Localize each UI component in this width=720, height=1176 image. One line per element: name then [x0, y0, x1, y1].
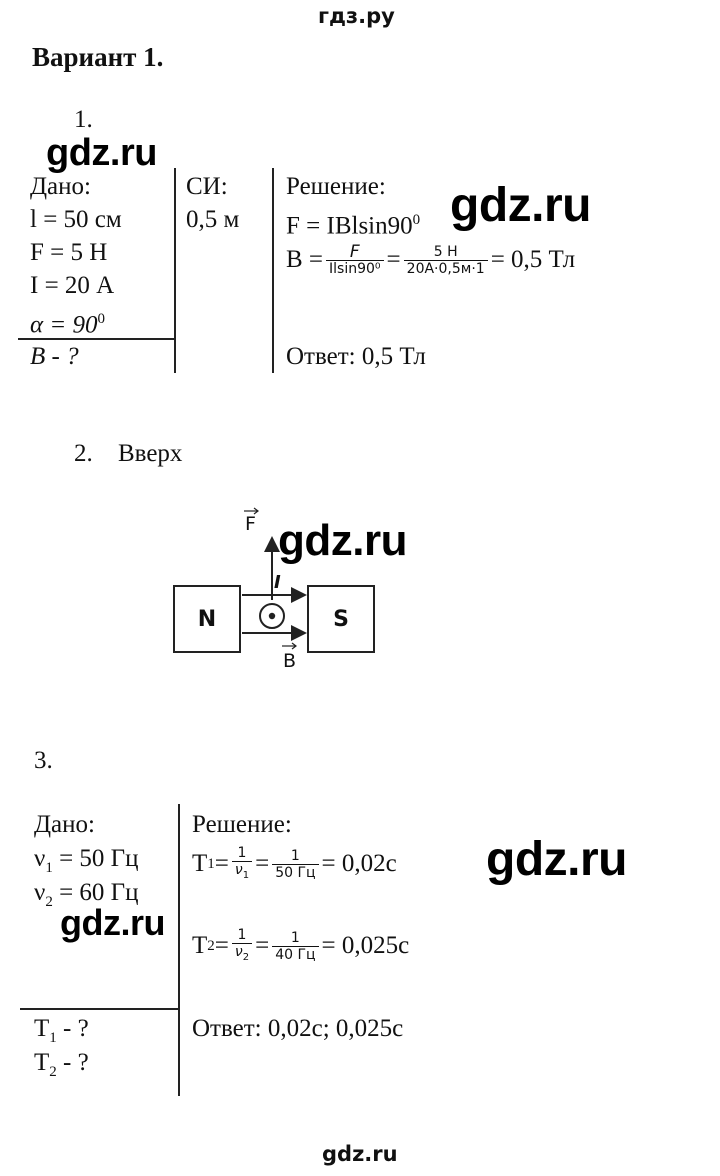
task1-column-line-1 — [174, 168, 176, 373]
task1-answer: Ответ: 0,5 Тл — [286, 343, 426, 370]
task3-given-nu1: ν1 = 50 Гц — [34, 845, 139, 876]
force-label: F — [245, 513, 256, 535]
watermark: gdz.ru — [60, 902, 165, 943]
task1-given-angle: α = 900 — [30, 311, 105, 339]
task2-answer: Вверх — [118, 440, 183, 467]
task3-eq1-fraction-2: 1 50 Гц — [272, 848, 319, 881]
task3-solution-label: Решение: — [192, 811, 292, 838]
task3-divider — [20, 1008, 180, 1010]
task1-divider — [18, 338, 176, 340]
watermark: gdz.ru — [486, 833, 627, 886]
current-label: I — [274, 572, 281, 593]
task1-given-force: F = 5 Н — [30, 239, 108, 266]
task3-column-line — [178, 804, 180, 1096]
task3-eq2-fraction-1: 1 ν2 — [231, 927, 253, 966]
task1-fraction-1: F Ilsin90⁰ — [326, 243, 384, 277]
task1-formula: F = IBlsin900 — [286, 212, 421, 240]
watermark: gdz.ru — [278, 516, 407, 565]
watermark: gdz.ru — [46, 132, 157, 174]
task3-unknown-t2: T2 - ? — [34, 1049, 89, 1080]
page-title: Вариант 1. — [32, 42, 164, 72]
header-site: гдз.ру — [318, 4, 395, 28]
magnet-south-pole: S — [307, 585, 375, 653]
task1-solution-label: Решение: — [286, 173, 386, 200]
task3-given-nu2: ν2 = 60 Гц — [34, 879, 139, 910]
task3-given-label: Дано: — [34, 811, 95, 838]
magnet-north-pole: N — [173, 585, 241, 653]
task1-fraction-2: 5 Н 20А·0,5м·1 — [403, 244, 488, 277]
task3-eq1-fraction-1: 1 ν1 — [231, 845, 253, 884]
task1-given-label: Дано: — [30, 173, 91, 200]
task3-number: 3. — [34, 747, 53, 774]
task3-unknown-t1: T1 - ? — [34, 1015, 89, 1046]
task1-b-equation: B = F Ilsin90⁰ = 5 Н 20А·0,5м·1 = 0,5 Тл — [286, 241, 576, 277]
footer-site: gdz.ru — [322, 1142, 398, 1166]
task2-number: 2. — [74, 440, 93, 467]
task1-number: 1. — [74, 106, 93, 133]
watermark: gdz.ru — [450, 179, 591, 232]
task1-column-line-2 — [272, 168, 274, 373]
task1-si-value: 0,5 м — [186, 206, 240, 233]
task1-si-label: СИ: — [186, 173, 228, 200]
task1-given-length: l = 50 см — [30, 206, 122, 233]
field-diagram — [242, 507, 307, 650]
task1-given-current: I = 20 А — [30, 272, 115, 299]
task3-eq2-fraction-2: 1 40 Гц — [272, 930, 319, 963]
task1-unknown: B - ? — [30, 343, 79, 370]
task3-answer: Ответ: 0,02c; 0,025c — [192, 1015, 404, 1042]
field-label: B — [283, 650, 297, 672]
